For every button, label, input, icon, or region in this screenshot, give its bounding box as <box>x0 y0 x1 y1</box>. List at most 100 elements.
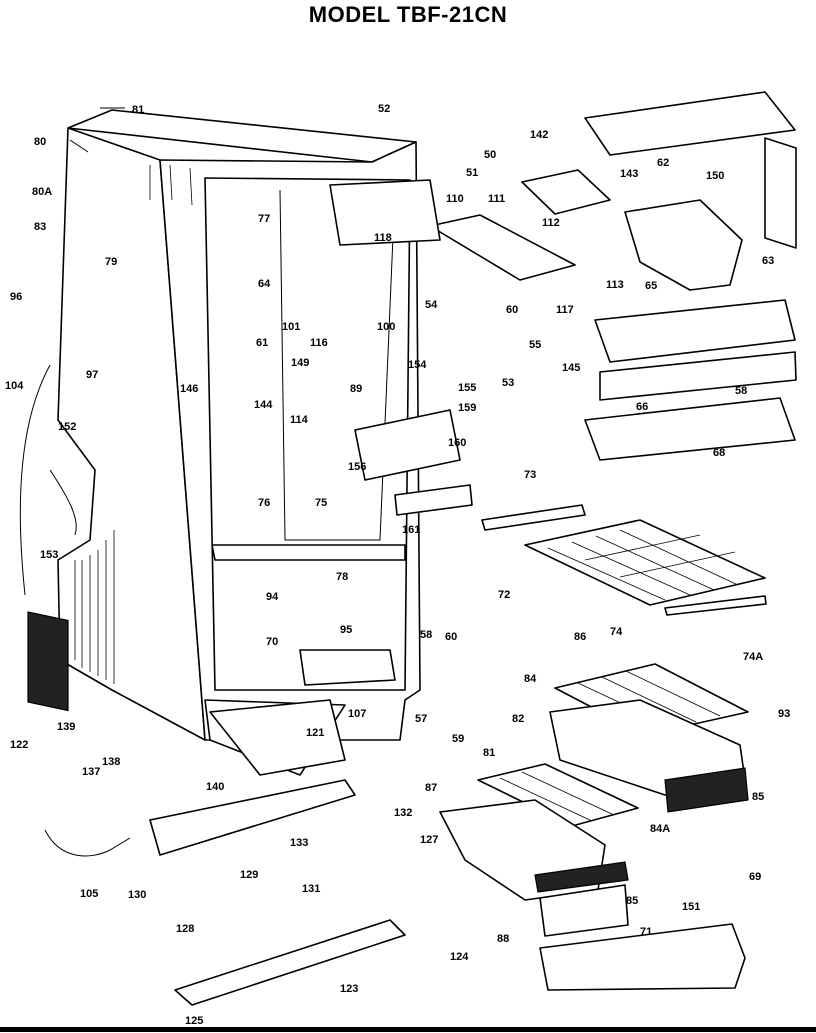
part-label-53: 53 <box>502 377 514 389</box>
panel-63 <box>764 137 797 249</box>
cover-161 <box>394 484 473 516</box>
part-label-89: 89 <box>350 383 362 395</box>
part-label-73: 73 <box>524 469 536 481</box>
toe-grille-123 <box>174 919 406 1006</box>
door-bin-71 <box>539 923 746 991</box>
part-label-129: 129 <box>240 869 258 881</box>
door-shelf-62 <box>584 91 796 156</box>
part-label-154: 154 <box>408 359 427 371</box>
bottom-rule <box>0 1027 816 1032</box>
crisper-front-84a <box>664 767 749 813</box>
part-label-138: 138 <box>102 756 120 768</box>
part-label-81: 81 <box>132 104 144 116</box>
part-label-112: 112 <box>542 217 560 229</box>
part-label-79: 79 <box>105 256 117 268</box>
tube-104 <box>19 364 51 596</box>
part-label-137: 137 <box>82 766 100 778</box>
part-label-146: 146 <box>180 383 198 395</box>
wire-152 <box>49 469 77 536</box>
cord-105 <box>44 829 131 857</box>
part-label-107: 107 <box>348 708 366 720</box>
part-label-75: 75 <box>315 497 327 509</box>
shelf-72 <box>524 519 766 606</box>
part-label-82: 82 <box>512 713 524 725</box>
ice-bucket-143 <box>624 199 743 291</box>
part-label-87: 87 <box>425 782 437 794</box>
part-label-127: 127 <box>420 834 438 846</box>
pan-88 <box>539 884 629 937</box>
part-label-69: 69 <box>749 871 761 883</box>
part-label-84: 84 <box>524 673 537 685</box>
ice-tray-142 <box>521 169 611 215</box>
part-label-86: 86 <box>574 631 586 643</box>
part-label-63: 63 <box>762 255 774 267</box>
part-label-149: 149 <box>291 357 309 369</box>
part-label-51: 51 <box>466 167 478 179</box>
base-rail-130 <box>149 779 356 856</box>
rail-66 <box>599 351 797 401</box>
shelf-trim-73 <box>481 504 586 531</box>
part-label-81: 81 <box>483 747 495 759</box>
part-label-72: 72 <box>498 589 510 601</box>
part-label-156: 156 <box>348 461 366 473</box>
part-label-153: 153 <box>40 549 58 561</box>
part-label-128: 128 <box>176 923 194 935</box>
shelf-trim-74 <box>664 595 767 616</box>
part-label-143: 143 <box>620 168 638 180</box>
part-label-66: 66 <box>636 401 648 413</box>
shelf-111 <box>429 214 576 281</box>
part-label-76: 76 <box>258 497 270 509</box>
part-label-74: 74 <box>610 626 623 638</box>
part-label-70: 70 <box>266 636 278 648</box>
part-label-152: 152 <box>58 421 76 433</box>
part-label-100: 100 <box>377 321 395 333</box>
part-label-159: 159 <box>458 402 476 414</box>
part-label-130: 130 <box>128 889 146 901</box>
part-label-160: 160 <box>448 437 466 449</box>
part-label-85: 85 <box>752 791 764 803</box>
part-label-57: 57 <box>415 713 427 725</box>
part-label-60: 60 <box>506 304 518 316</box>
part-label-65: 65 <box>645 280 657 292</box>
part-label-74a: 74A <box>743 651 763 663</box>
part-label-116: 116 <box>310 337 328 349</box>
part-label-122: 122 <box>10 739 28 751</box>
part-label-118: 118 <box>374 232 392 244</box>
part-label-140: 140 <box>206 781 224 793</box>
part-label-125: 125 <box>185 1015 203 1027</box>
part-label-88: 88 <box>497 933 509 945</box>
part-label-133: 133 <box>290 837 308 849</box>
part-label-95: 95 <box>340 624 352 636</box>
part-label-144: 144 <box>254 399 273 411</box>
part-label-78: 78 <box>336 571 348 583</box>
control-160 <box>354 409 461 481</box>
part-label-155: 155 <box>458 382 476 394</box>
part-label-101: 101 <box>282 321 300 333</box>
part-label-111: 111 <box>488 193 505 205</box>
part-label-131: 131 <box>302 883 320 895</box>
pan-front-85 <box>534 861 629 893</box>
drain-pan-140 <box>209 699 346 776</box>
part-label-139: 139 <box>57 721 75 733</box>
part-label-80a: 80A <box>32 186 52 198</box>
part-label-77: 77 <box>258 213 270 225</box>
part-label-59: 59 <box>452 733 464 745</box>
part-label-117: 117 <box>556 304 574 316</box>
part-label-61: 61 <box>256 337 268 349</box>
part-label-68: 68 <box>713 447 725 459</box>
part-label-150: 150 <box>706 170 724 182</box>
part-label-85: 85 <box>626 895 638 907</box>
part-label-55: 55 <box>529 339 541 351</box>
door-shelf-68 <box>584 397 796 461</box>
part-label-50: 50 <box>484 149 496 161</box>
part-label-97: 97 <box>86 369 98 381</box>
part-label-114: 114 <box>290 414 309 426</box>
part-label-161: 161 <box>402 524 420 536</box>
part-label-58: 58 <box>420 629 432 641</box>
duct-110 <box>329 179 441 246</box>
part-label-105: 105 <box>80 888 98 900</box>
part-label-54: 54 <box>425 299 438 311</box>
part-label-132: 132 <box>394 807 412 819</box>
part-label-80: 80 <box>34 136 46 148</box>
